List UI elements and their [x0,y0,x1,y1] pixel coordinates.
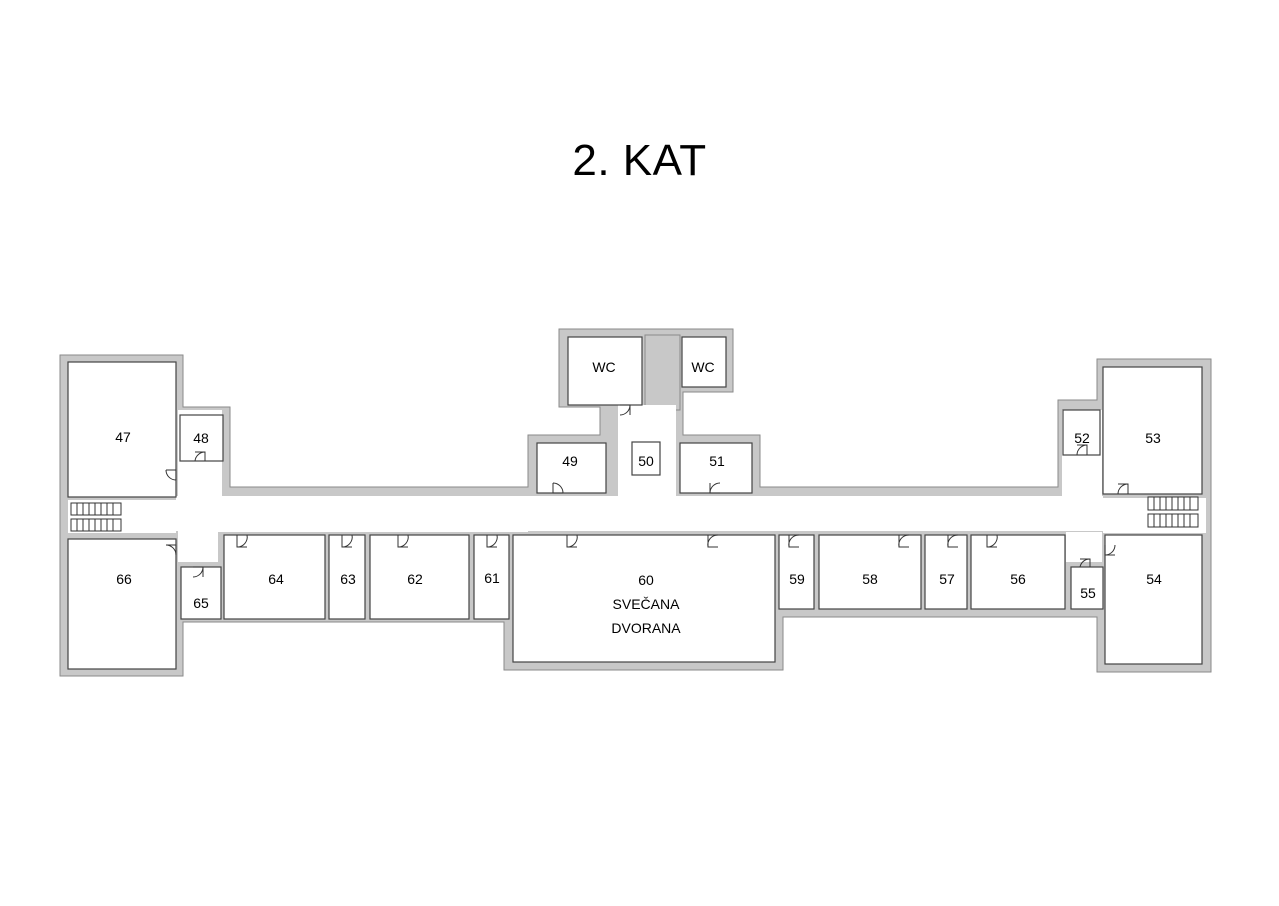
label-65: 65 [193,595,209,611]
room-52 [1062,409,1101,456]
room-54 [1104,534,1203,665]
label-59: 59 [789,571,805,587]
corridor [68,405,1206,562]
label-55: 55 [1080,585,1096,601]
label-49: 49 [562,453,578,469]
label-53: 53 [1145,430,1161,446]
label-47: 47 [115,429,131,445]
label-54: 54 [1146,571,1162,587]
room-wc-right [681,336,727,388]
label-57: 57 [939,571,955,587]
label-66: 66 [116,571,132,587]
label-51: 51 [709,453,725,469]
room-47 [67,361,177,498]
room-49 [536,442,607,494]
stairs-left [70,502,122,532]
label-60: 60 [638,572,654,588]
label-52: 52 [1074,430,1090,446]
label-63: 63 [340,571,356,587]
room-50 [631,441,661,476]
stairs-right [1147,496,1199,528]
room-labels: 47 48 WC WC 49 50 51 52 53 66 65 64 63 6… [115,359,1162,636]
label-48: 48 [193,430,209,446]
floor-title: 2. KAT [572,136,707,185]
label-wc-left: WC [592,359,615,375]
label-62: 62 [407,571,423,587]
room-62 [369,534,470,620]
room-64 [223,534,326,620]
room-65 [180,566,222,620]
label-wc-right: WC [691,359,714,375]
room-53 [1102,366,1203,495]
label-61: 61 [484,570,500,586]
doors [165,404,1129,578]
room-66 [67,538,177,670]
rooms [67,336,1203,670]
room-55 [1070,566,1104,610]
room-57 [924,534,968,610]
label-58: 58 [862,571,878,587]
room-61 [473,534,510,620]
label-56: 56 [1010,571,1026,587]
label-64: 64 [268,571,284,587]
label-50: 50 [638,453,654,469]
room-wc-left [567,336,643,406]
label-60-name-2: DVORANA [611,620,681,636]
label-60-name-1: SVEČANA [613,596,681,612]
room-48 [179,414,224,462]
room-51 [679,442,753,494]
room-63 [328,534,366,620]
room-60 [512,534,776,663]
